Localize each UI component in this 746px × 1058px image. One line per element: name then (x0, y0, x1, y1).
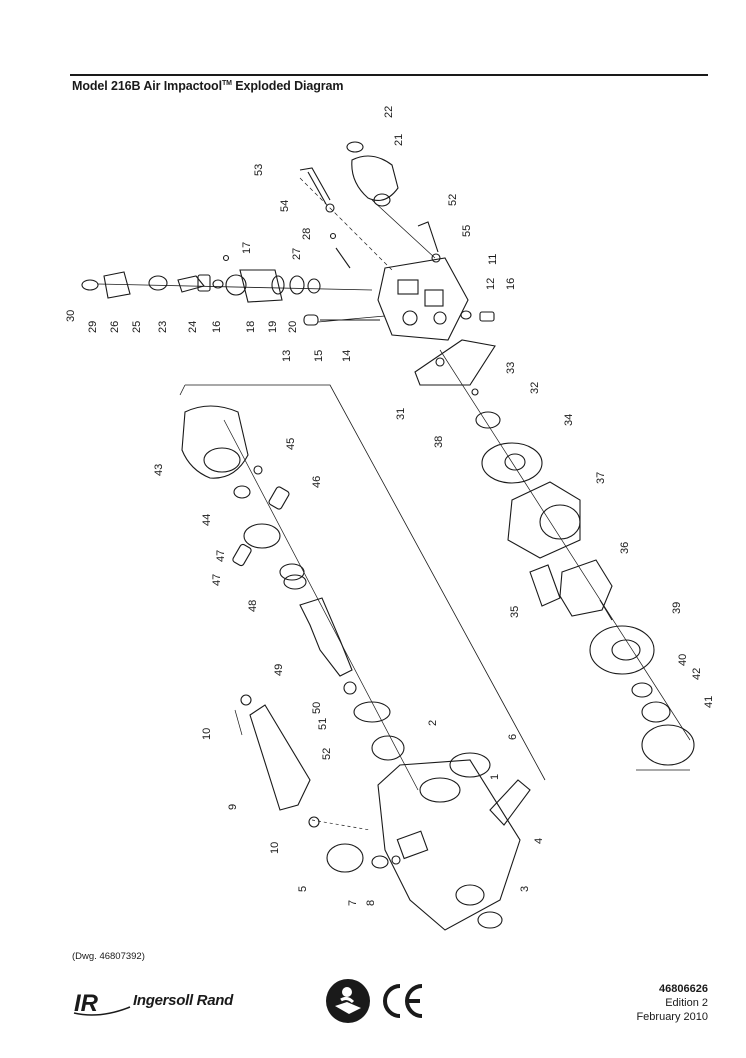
callout-50: 49 (273, 664, 285, 676)
callout-20: 19 (267, 321, 279, 333)
callout-55: 53 (253, 164, 265, 176)
callout-43: 42 (691, 668, 703, 680)
callout-9: 9 (227, 804, 239, 810)
callout-48: 47 (215, 550, 227, 562)
callout-4: 4 (533, 838, 545, 844)
callout-56: 54 (279, 200, 291, 212)
callout-47: 46 (311, 476, 323, 488)
ingersoll-rand-logo: IR (73, 990, 131, 1017)
callout-35: 34 (563, 414, 575, 426)
svg-text:IR: IR (74, 990, 99, 1017)
callout-21: 20 (287, 321, 299, 333)
callout-47: 47 (211, 574, 223, 586)
callout-34: 33 (505, 362, 517, 374)
callout-46: 45 (285, 438, 297, 450)
callout-10: 10 (269, 842, 281, 854)
callout-16: 16 (505, 278, 517, 290)
document-info: 46806626 Edition 2 February 2010 (636, 982, 708, 1024)
callout-25: 24 (187, 321, 199, 333)
callout-31: 30 (65, 310, 77, 322)
callout-33: 32 (529, 382, 541, 394)
callout-27: 26 (109, 321, 121, 333)
callout-44: 43 (153, 464, 165, 476)
page-title: Model 216B Air ImpactoolTM Exploded Diag… (72, 79, 344, 93)
callout-2: 2 (427, 720, 439, 726)
callout-13: 13 (281, 350, 293, 362)
callout-10: 10 (201, 728, 213, 740)
callout-54: 52 (447, 194, 459, 206)
callout-1: 1 (489, 774, 501, 780)
callout-17: 16 (211, 321, 223, 333)
document-number: 46806626 (659, 983, 708, 995)
callout-24: 23 (157, 321, 169, 333)
callout-26: 25 (131, 321, 143, 333)
callout-56: 55 (461, 225, 473, 237)
callout-49: 48 (247, 600, 259, 612)
title-rule (70, 74, 708, 76)
callout-38: 37 (595, 472, 607, 484)
callout-18: 17 (241, 242, 253, 254)
brand-name: Ingersoll Rand (133, 992, 233, 1009)
callout-40: 39 (671, 602, 683, 614)
callout-51: 50 (311, 702, 323, 714)
callout-11: 11 (487, 254, 499, 265)
read-manual-icon (326, 979, 370, 1023)
callout-30: 29 (87, 321, 99, 333)
callout-5: 5 (297, 886, 309, 892)
ce-mark-icon (383, 984, 423, 1018)
callout-52: 51 (317, 718, 329, 730)
part-callouts: 22 21 53 54 52 55 28 27 17 11 12 16 30 2… (65, 106, 715, 906)
edition: Edition 2 (665, 997, 708, 1009)
callout-42: 41 (703, 696, 715, 708)
callout-32: 31 (395, 408, 407, 420)
publish-date: February 2010 (636, 1011, 708, 1023)
callout-6: 6 (507, 734, 519, 740)
callout-37: 36 (619, 542, 631, 554)
callout-14: 14 (341, 350, 353, 362)
callout-3: 3 (519, 886, 531, 892)
callout-23: 22 (383, 106, 395, 118)
callout-12: 12 (485, 278, 497, 290)
callout-53: 52 (321, 748, 333, 760)
callout-36: 35 (509, 606, 521, 618)
callout-15: 15 (313, 350, 325, 362)
callout-29: 28 (301, 228, 313, 240)
callout-19: 18 (245, 321, 257, 333)
callout-39: 38 (433, 436, 445, 448)
callout-7: 7 (347, 900, 359, 906)
callout-28: 27 (291, 248, 303, 260)
callout-45: 44 (201, 514, 213, 526)
callout-8: 8 (365, 900, 377, 906)
callout-41: 40 (677, 654, 689, 666)
callout-22: 21 (393, 134, 405, 146)
drawing-reference: (Dwg. 46807392) (72, 951, 145, 962)
